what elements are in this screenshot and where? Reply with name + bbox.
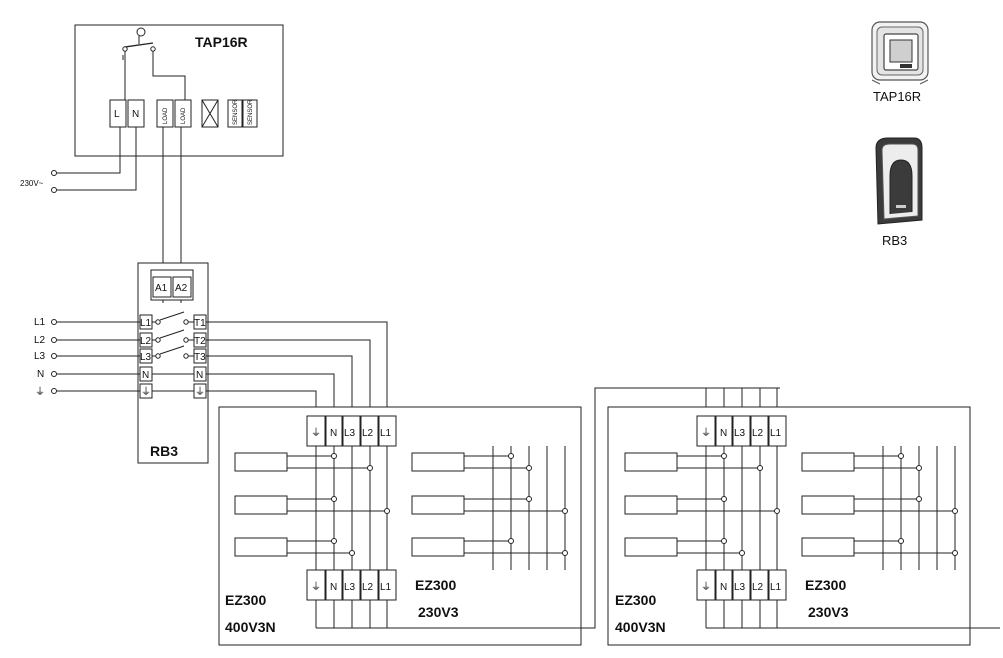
rb3-unit: RB3 A1 A2 L1 L2 L3 N ⏚ T1	[137, 262, 209, 464]
product-rb3-picture	[875, 137, 923, 225]
heater2-model-left: EZ300	[615, 592, 656, 608]
heater2-elements-230v	[801, 446, 958, 570]
rb3-out-t1: T1	[194, 318, 206, 329]
rb3-in-l1: L1	[140, 318, 152, 329]
mains-label-ground: ⏚	[35, 386, 45, 398]
heater2-top-l3: L3	[734, 428, 746, 439]
tap16r-box	[74, 24, 284, 157]
heater2-bottom-terminals: ⏚ N L3 L2 L1	[696, 569, 787, 601]
heater1-elements-230v	[411, 446, 568, 570]
tap16r-terminal-load1	[156, 99, 174, 128]
tap16r-label-sensor2: SENSOR	[248, 99, 254, 125]
heater1-variant-right: 230V3	[418, 604, 459, 620]
mains-label-n: N	[37, 369, 44, 380]
tap16r-terminal-load2	[174, 99, 192, 128]
rb3-title: RB3	[150, 443, 178, 459]
heater1-bottom-terminals: ⏚ N L3 L2 L1	[306, 569, 397, 601]
heater1-elements-400v	[234, 452, 390, 557]
mains-label-l1: L1	[34, 317, 46, 328]
product-tap16r-label: TAP16R	[873, 89, 921, 104]
heater1-model-right: EZ300	[415, 577, 456, 593]
tap16r-title: TAP16R	[195, 34, 248, 50]
heater1-model-left: EZ300	[225, 592, 266, 608]
heater1-bottom-l3: L3	[344, 582, 356, 593]
heater1-top-ground: ⏚	[311, 427, 321, 439]
rb3-out-t2: T2	[194, 336, 206, 347]
heater1-top-l1: L1	[380, 428, 392, 439]
rb3-label-a2: A2	[175, 283, 188, 294]
mains-label-l3: L3	[34, 351, 46, 362]
heater1-bottom-n: N	[330, 582, 337, 593]
rb3-out-t3: T3	[194, 352, 206, 363]
heater2-variant-right: 230V3	[808, 604, 849, 620]
heater2-bottom-l1: L1	[770, 582, 782, 593]
tap16r-switch-icon	[122, 27, 186, 100]
rb3-coil-a2	[172, 276, 192, 298]
heater1-bottom-l1: L1	[380, 582, 392, 593]
rb3-input-terminals: L1 L2 L3 N ⏚	[139, 314, 153, 399]
rb3-out-n: N	[196, 370, 203, 381]
heater1-box	[218, 406, 582, 646]
tap16r-label-n: N	[132, 109, 139, 120]
tap16r-terminal-sensor2	[242, 99, 258, 128]
heater1-top-l2: L2	[362, 428, 374, 439]
heater2-top-ground: ⏚	[701, 427, 711, 439]
rb3-out-ground: ⏚	[195, 386, 205, 398]
heater2-variant-left: 400V3N	[615, 619, 666, 635]
tap16r-label-load2: LOAD	[181, 107, 187, 124]
heater2-box	[607, 406, 971, 646]
tap16r-terminal-sensor1	[227, 99, 243, 128]
heater2-model-right: EZ300	[805, 577, 846, 593]
tap16r-terminal-block: L N LOAD LOAD SENSOR SENSOR	[109, 99, 258, 128]
heater-link-wire	[581, 387, 780, 629]
heater2-top-terminals: ⏚ N L3 L2 L1	[696, 415, 787, 447]
tap16r-label-l: L	[114, 109, 120, 120]
mains-supply: L1 L2 L3 N ⏚	[34, 317, 140, 398]
heater2-bottom-ground: ⏚	[701, 581, 711, 593]
rb3-contacts	[152, 311, 194, 392]
heater1-bottom-ground: ⏚	[311, 581, 321, 593]
tap16r-label-sensor1: SENSOR	[233, 99, 239, 125]
rb3-label-a1: A1	[155, 283, 168, 294]
rb3-coil-a1	[152, 276, 172, 298]
heater2-bottom-l2: L2	[752, 582, 764, 593]
product-rb3-label: RB3	[882, 233, 907, 248]
rb3-in-l3: L3	[140, 352, 152, 363]
rb3-to-heater1-wires	[206, 321, 388, 416]
heater2-bottom-n: N	[720, 582, 727, 593]
rb3-in-ground: ⏚	[141, 386, 151, 398]
heater2-top-l2: L2	[752, 428, 764, 439]
heater2-top-n: N	[720, 428, 727, 439]
heater2-top-l1: L1	[770, 428, 782, 439]
rb3-in-n: N	[142, 370, 149, 381]
product-tap16r-picture	[871, 21, 929, 85]
tap16r-label-load1: LOAD	[163, 107, 169, 124]
heater2-elements-400v	[624, 452, 780, 557]
tap16r-unit: TAP16R L N LOAD LOAD SE	[57, 24, 284, 270]
supply-230v: 230V~	[20, 170, 57, 193]
rb3-output-terminals: T1 T2 T3 N ⏚	[193, 314, 207, 399]
supply-label: 230V~	[20, 179, 44, 188]
heater1-top-n: N	[330, 428, 337, 439]
heater1-variant-left: 400V3N	[225, 619, 276, 635]
heater2-bottom-l3: L3	[734, 582, 746, 593]
heater1-top-l3: L3	[344, 428, 356, 439]
mains-label-l2: L2	[34, 335, 46, 346]
tap16r-terminal-l	[109, 99, 127, 128]
heater1-unit: ⏚ N L3 L2 L1 ⏚ N L3 L2 L1	[218, 406, 582, 646]
heater2-unit: ⏚ N L3 L2 L1 ⏚ N L3 L2 L1	[607, 406, 1000, 646]
heater1-top-terminals: ⏚ N L3 L2 L1	[306, 415, 397, 447]
heater1-bottom-l2: L2	[362, 582, 374, 593]
rb3-in-l2: L2	[140, 336, 152, 347]
